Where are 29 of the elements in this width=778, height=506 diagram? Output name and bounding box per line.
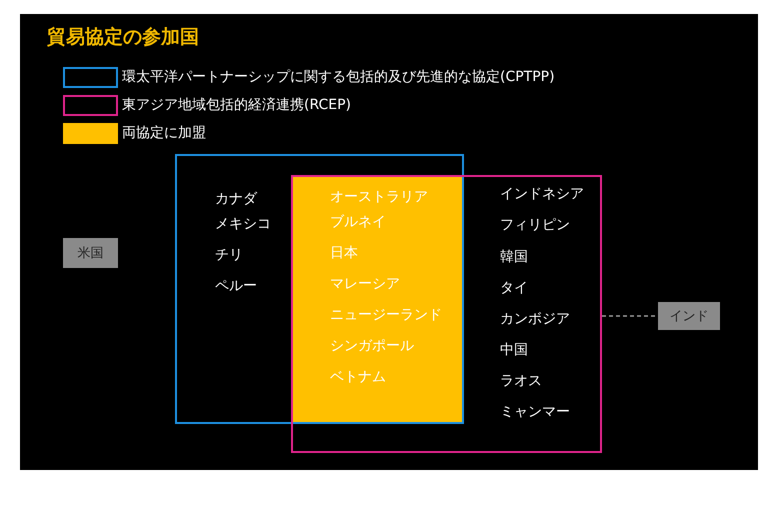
country-name: カナダ: [215, 190, 257, 208]
title: 貿易協定の参加国: [47, 25, 199, 50]
country-name: 日本: [330, 244, 358, 262]
legend-text: 両協定に加盟: [122, 124, 206, 142]
country-name: ミャンマー: [500, 403, 570, 421]
country-name: 韓国: [500, 248, 528, 266]
country-name: マレーシア: [330, 275, 400, 293]
country-name: ブルネイ: [330, 213, 386, 231]
country-name: メキシコ: [215, 215, 271, 233]
country-box: インド: [658, 302, 720, 330]
country-box: 米国: [63, 238, 118, 268]
agreement-frame: [175, 154, 464, 424]
legend-text: 環太平洋パートナーシップに関する包括的及び先進的な協定(CPTPP): [122, 68, 555, 86]
country-name: インドネシア: [500, 185, 584, 203]
country-name: ベトナム: [330, 368, 386, 386]
overlap-box: [291, 175, 464, 424]
country-name: シンガポール: [330, 337, 414, 355]
country-name: チリ: [215, 246, 243, 264]
agreement-frame: [291, 175, 602, 453]
country-name: ラオス: [500, 372, 542, 390]
country-name: オーストラリア: [330, 188, 428, 206]
legend-text: 東アジア地域包括的経済連携(RCEP): [122, 96, 352, 114]
country-name: ニュージーランド: [330, 306, 442, 324]
country-name: フィリピン: [500, 216, 570, 234]
country-name: ペルー: [215, 277, 257, 295]
country-name: カンボジア: [500, 310, 570, 328]
country-name: 中国: [500, 341, 528, 359]
country-name: タイ: [500, 279, 528, 297]
dashed-connector: [602, 315, 658, 317]
